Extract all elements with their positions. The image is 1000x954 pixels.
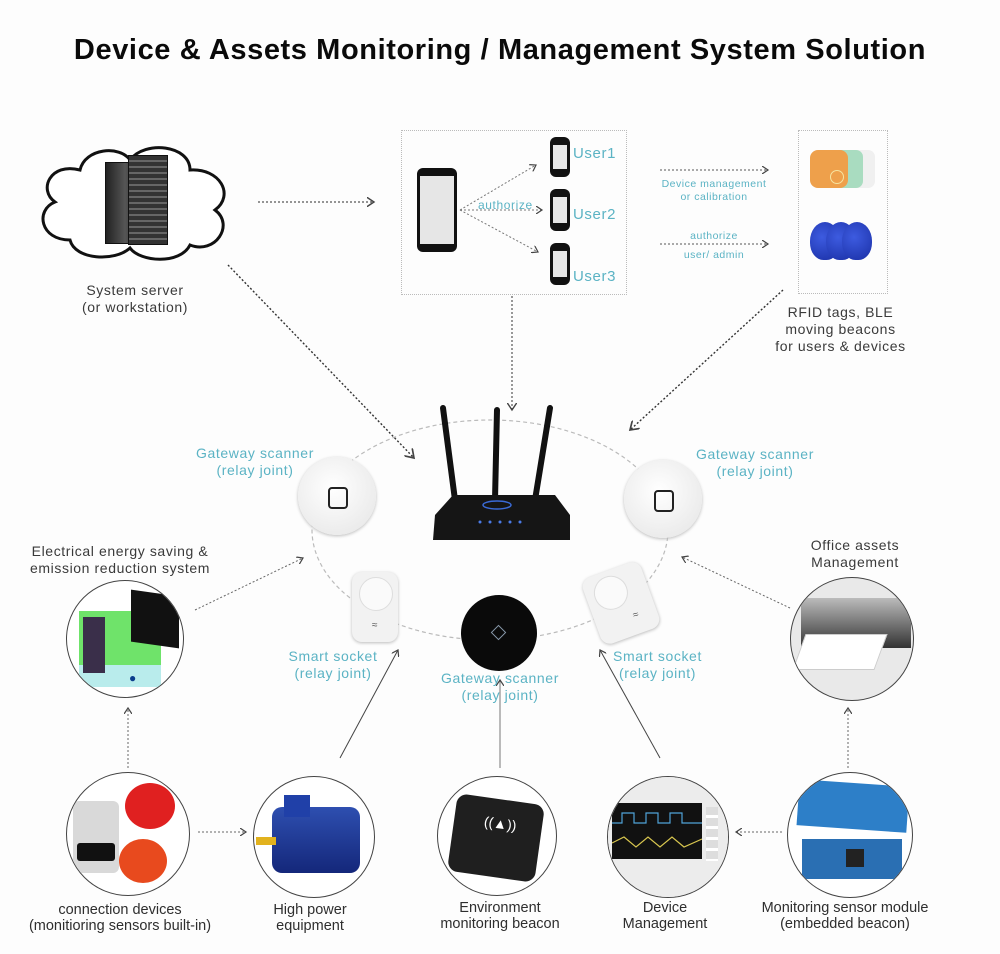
arrow-tags-to-router [630, 289, 784, 430]
arrow-motor-to-socket [339, 650, 398, 759]
gateway-diamond-icon [490, 624, 507, 641]
socket-left-label: Smart socket(relay joint) [288, 648, 378, 681]
industrial-socket-icon [125, 783, 175, 829]
wifi-icon: ≈ [372, 620, 378, 631]
high-power-motor-image [253, 776, 375, 898]
arrow-server-to-router [227, 264, 414, 458]
server-rack-icon [128, 155, 168, 245]
arrow-office-to-gateway [682, 557, 791, 609]
user3-label: User3 [573, 268, 617, 285]
electric-motor-icon [272, 807, 360, 873]
gateway-right-label: Gateway scanner(relay joint) [696, 446, 814, 479]
bottom-label-connection: connection devices(monitioring sensors b… [28, 902, 212, 934]
authorization-panel [401, 130, 627, 295]
socket-right-label: Smart socket(relay joint) [613, 648, 702, 681]
user2-phone-icon [550, 189, 570, 231]
gateway-bottom-label: Gateway scanner(relay joint) [441, 670, 559, 703]
arrow-devmgmt-to-socket [600, 650, 661, 759]
arrow-authorize-user3 [459, 209, 538, 252]
solar-panel-icon [131, 589, 179, 649]
authorize-admin-top-label: authorize [690, 230, 738, 242]
arrow-authorize-user1 [459, 165, 536, 211]
bottom-label-sensor: Monitoring sensor module(embedded beacon… [761, 900, 929, 932]
rfid-keyfob-icon [842, 222, 872, 260]
gateway-button-icon [654, 490, 674, 512]
circuit-board-icon [796, 779, 910, 833]
smart-socket-left: ≈ [352, 572, 398, 642]
oscilloscope-screen-icon [611, 803, 703, 859]
wireless-icon [77, 843, 115, 861]
water-drop-icon: ● [129, 671, 137, 685]
authorize-label: authorize [478, 198, 533, 212]
environment-beacon-image: ((▲)) [437, 776, 557, 896]
beacon-box-icon: ((▲)) [447, 793, 545, 883]
gateway-scanner-right [624, 460, 702, 538]
admin-smartphone-icon [417, 168, 457, 252]
gateway-left-label: Gateway scanner(relay joint) [196, 445, 314, 478]
energy-system-image: ● [66, 580, 184, 698]
wifi-icon: ≈ [631, 609, 641, 622]
server-label: System server(or workstation) [81, 282, 189, 315]
paper-icon [792, 634, 888, 670]
circuit-board-icon [802, 839, 902, 879]
page-title: Device & Assets Monitoring / Management … [73, 34, 927, 66]
ble-tag-orange-icon [810, 150, 848, 188]
gateway-scanner-left [298, 457, 376, 535]
connection-devices-image [66, 772, 190, 896]
user2-label: User2 [573, 206, 617, 223]
industrial-plug-icon [119, 839, 167, 883]
user1-label: User1 [573, 145, 617, 162]
gateway-scanner-bottom [461, 595, 537, 671]
signal-icon: ((▲)) [483, 813, 518, 834]
device-management-image [607, 776, 729, 898]
energy-label: Electrical energy saving &emission reduc… [30, 543, 210, 576]
sensor-module-image [787, 772, 913, 898]
tags-panel [798, 130, 888, 294]
wifi-router-icon [433, 405, 570, 540]
user3-phone-icon [550, 243, 570, 285]
user1-phone-icon [550, 137, 570, 177]
gateway-button-icon [328, 487, 348, 509]
authorize-admin-bottom-label: user/ admin [683, 249, 745, 261]
office-printer-image [790, 577, 914, 701]
